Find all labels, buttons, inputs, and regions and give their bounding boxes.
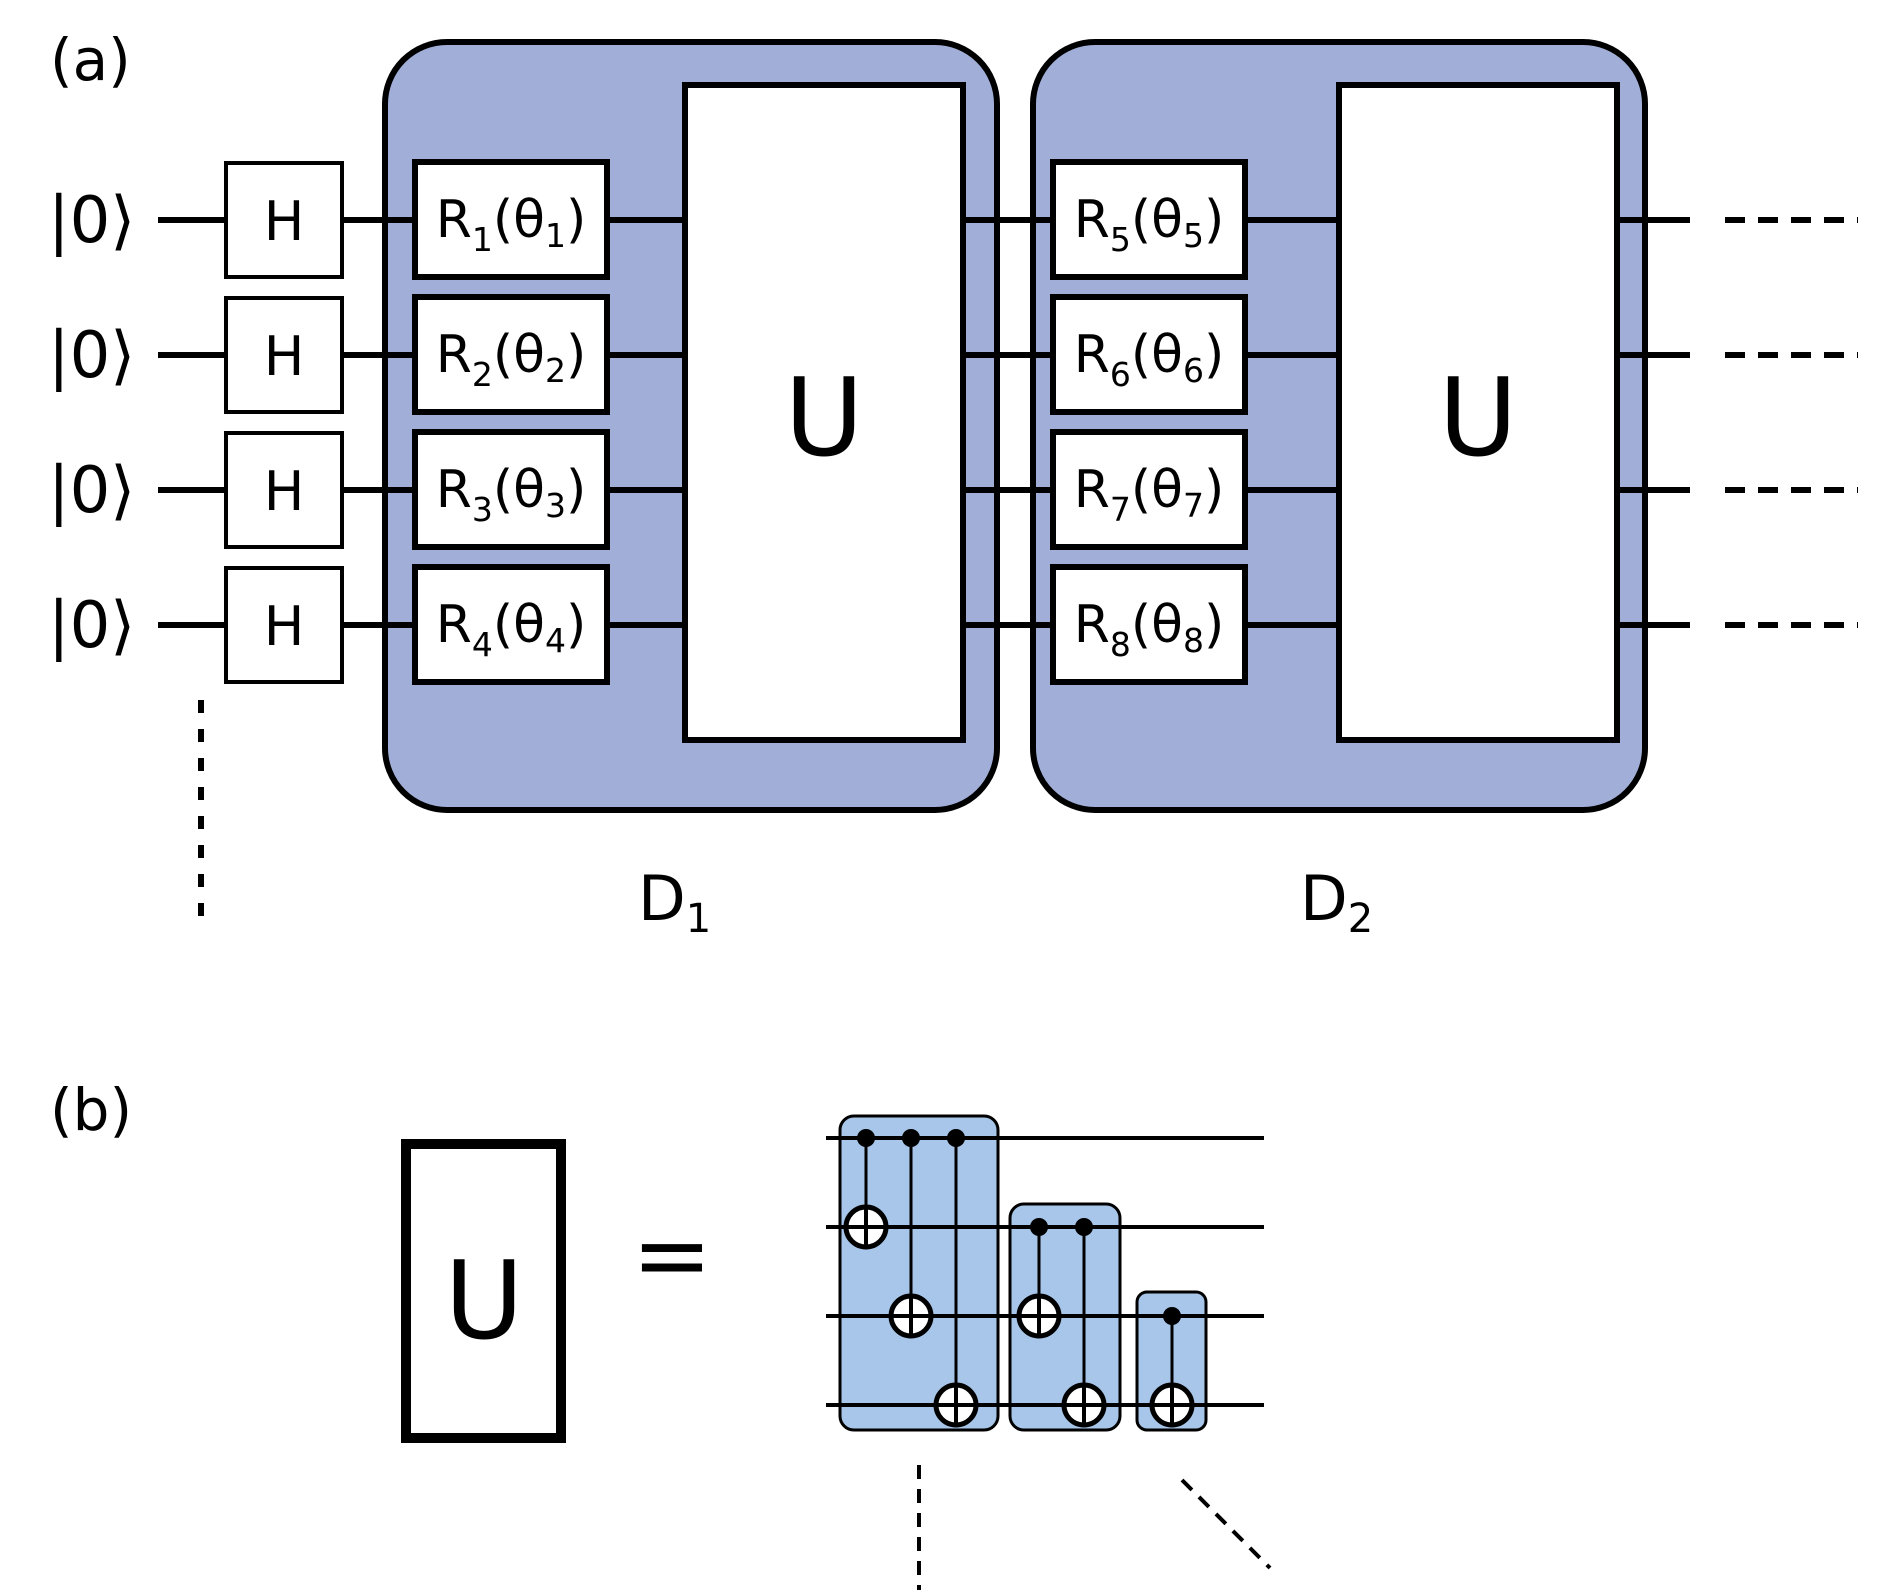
cnot-gates <box>843 1129 1195 1428</box>
entangler-u-box-d2 <box>1336 82 1620 743</box>
cnot-gate <box>888 1129 934 1339</box>
panel-label-a: (a) <box>50 26 131 94</box>
rotation-gate-6-box <box>1050 294 1248 415</box>
cnot-control-dot <box>1030 1218 1048 1236</box>
rotation-gate-2-box <box>412 294 610 415</box>
cnot-group-1 <box>838 1114 1000 1432</box>
hadamard-gate-3: H <box>224 431 344 549</box>
entangler-u-definition-box <box>401 1139 566 1443</box>
input-ket-3: |0⟩ <box>48 454 135 528</box>
rotation-gate-5: R5(θ5) <box>1074 190 1225 259</box>
rotation-gate-1: R1(θ1) <box>436 190 587 259</box>
cnot-control-dot <box>1163 1307 1181 1325</box>
rotation-gate-2: R2(θ2) <box>436 325 587 394</box>
hadamard-gate-1: H <box>224 161 344 279</box>
hadamard-gate-4: H <box>224 566 344 684</box>
rotation-gate-3-box <box>412 429 610 550</box>
rotation-gate-7: R7(θ7) <box>1074 460 1225 529</box>
wire-continuations <box>1725 217 1858 628</box>
entangler-u-definition-label: U <box>444 1239 523 1364</box>
rotation-gate-7-box <box>1050 429 1248 550</box>
hadamard-label: H <box>264 190 305 253</box>
rotation-gate-6: R6(θ6) <box>1074 325 1225 394</box>
rotation-gate-5-box <box>1050 159 1248 280</box>
cnot-control-dot <box>857 1129 875 1147</box>
equals-sign: = <box>632 1199 712 1311</box>
entangler-u-box-d1 <box>682 82 966 743</box>
entangler-u-label-d2: U <box>1438 356 1517 481</box>
block-label-d2: D2 <box>1300 862 1373 942</box>
rotation-gate-4: R4(θ4) <box>436 595 587 664</box>
cnot-control-dot <box>902 1129 920 1147</box>
rotation-gate-8-box <box>1050 564 1248 685</box>
hadamard-label: H <box>264 460 305 523</box>
hadamard-label: H <box>264 325 305 388</box>
cnot-control-dot <box>947 1129 965 1147</box>
cnot-gate <box>1016 1218 1062 1339</box>
rotation-gate-1-box <box>412 159 610 280</box>
rotation-gate-3: R3(θ3) <box>436 460 587 529</box>
block-label-d1: D1 <box>638 862 711 942</box>
cnot-control-dot <box>1075 1218 1093 1236</box>
input-ket-1: |0⟩ <box>48 184 135 258</box>
input-ket-2: |0⟩ <box>48 319 135 393</box>
cnot-gate <box>933 1129 979 1428</box>
panel-label-b: (b) <box>50 1076 132 1144</box>
rotation-gate-8: R8(θ8) <box>1074 595 1225 664</box>
hadamard-gate-2: H <box>224 296 344 414</box>
input-ket-4: |0⟩ <box>48 589 135 663</box>
entangler-u-label-d1: U <box>784 356 863 481</box>
cnot-gate <box>1061 1218 1107 1428</box>
hadamard-label: H <box>264 595 305 658</box>
cnot-gate <box>843 1129 889 1250</box>
cnot-ellipsis-diagonal <box>1180 1478 1272 1570</box>
rotation-gate-4-box <box>412 564 610 685</box>
cnot-gate <box>1149 1307 1195 1428</box>
